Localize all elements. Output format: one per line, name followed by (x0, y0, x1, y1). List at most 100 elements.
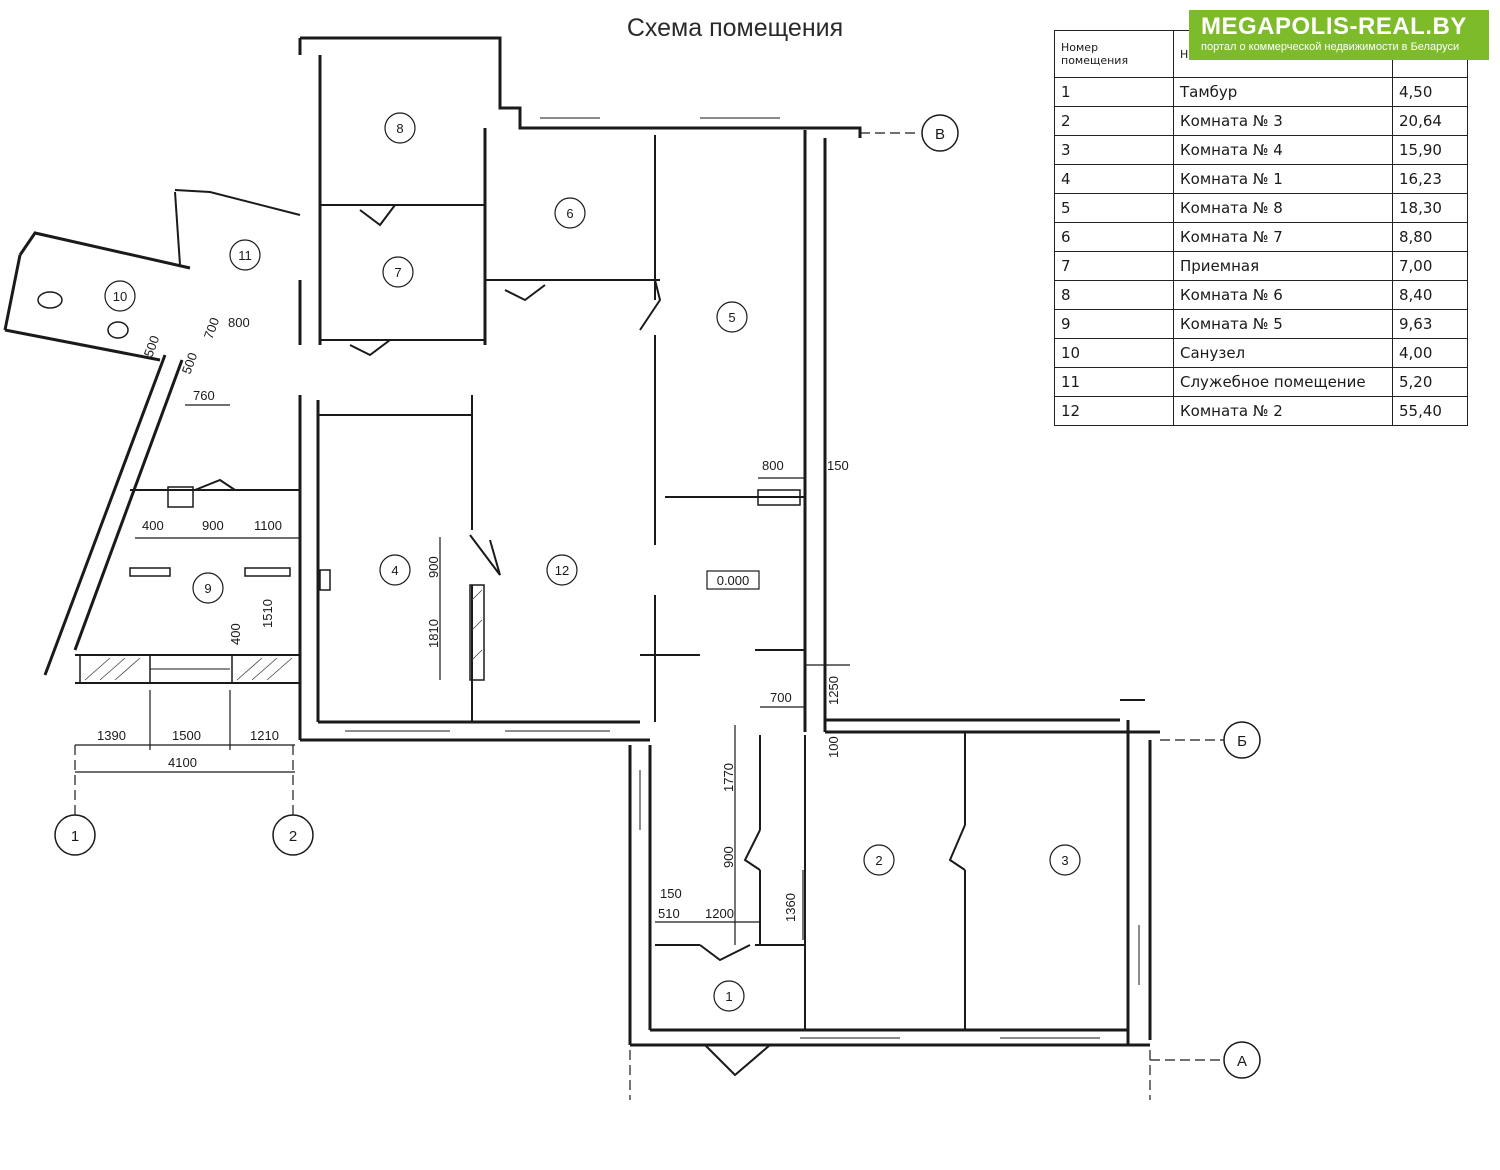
cell-area: 9,63 (1392, 309, 1468, 339)
room-label-7: 7 (394, 265, 401, 280)
dim-1100-room9: 1100 (254, 518, 282, 533)
cell-name: Комната № 1 (1173, 164, 1393, 194)
room-label-6: 6 (566, 206, 573, 221)
cell-num: 6 (1054, 222, 1174, 252)
header-number: Номер помещения (1054, 30, 1174, 78)
axis-marker-1 (54, 814, 96, 856)
dim-500-room11: 500 (179, 351, 201, 377)
cell-area: 8,40 (1392, 280, 1468, 310)
cell-area: 4,00 (1392, 338, 1468, 368)
cell-num: 10 (1054, 338, 1174, 368)
dim-800-room11: 800 (228, 315, 250, 330)
cell-name: Комната № 7 (1173, 222, 1393, 252)
cell-num: 8 (1054, 280, 1174, 310)
room-label-8: 8 (396, 121, 403, 136)
cell-area: 16,23 (1392, 164, 1468, 194)
brand-watermark: MEGAPOLIS-REAL.BY портал о коммерческой … (1189, 10, 1489, 60)
dim-1500: 1500 (172, 728, 201, 743)
cell-num: 1 (1054, 77, 1174, 107)
level-mark: 0.000 (717, 573, 750, 588)
brand-name: MEGAPOLIS-REAL.BY (1201, 13, 1467, 40)
cell-area: 8,80 (1392, 222, 1468, 252)
room-label-3: 3 (1061, 853, 1068, 868)
room-label-11: 11 (238, 248, 252, 263)
cell-num: 7 (1054, 251, 1174, 281)
cell-name: Комната № 5 (1173, 309, 1393, 339)
room-label-1: 1 (725, 989, 732, 1004)
axis-marker-b (1223, 721, 1261, 759)
cell-name: Комната № 3 (1173, 106, 1393, 136)
dim-400-room9-v: 400 (228, 623, 243, 645)
brand-tagline: портал о коммерческой недвижимости в Бел… (1201, 41, 1460, 53)
axis-marker-v (921, 114, 959, 152)
room-label-12: 12 (555, 563, 569, 578)
dim-500-room10: 500 (141, 334, 163, 360)
dim-760: 760 (193, 388, 215, 403)
cell-num: 3 (1054, 135, 1174, 165)
axis-label-2: 2 (289, 828, 297, 845)
room-label-5: 5 (728, 310, 735, 325)
cell-num: 4 (1054, 164, 1174, 194)
axis-label-1: 1 (71, 828, 79, 845)
dim-900-room9: 900 (202, 518, 224, 533)
dim-100: 100 (826, 736, 841, 758)
cell-area: 55,40 (1392, 396, 1468, 426)
room-label-10: 10 (113, 289, 127, 304)
dim-1390: 1390 (97, 728, 126, 743)
cell-num: 9 (1054, 309, 1174, 339)
cell-num: 11 (1054, 367, 1174, 397)
dim-400-room9: 400 (142, 518, 164, 533)
cell-name: Приемная (1173, 251, 1393, 281)
cell-num: 12 (1054, 396, 1174, 426)
dim-900-entry: 900 (721, 846, 736, 868)
dim-800-top: 800 (762, 458, 784, 473)
cell-area: 18,30 (1392, 193, 1468, 223)
dim-1510-room9: 1510 (260, 599, 275, 628)
room-label-9: 9 (204, 581, 211, 596)
cell-num: 2 (1054, 106, 1174, 136)
dim-1810-room4: 1810 (426, 619, 441, 648)
dim-1770: 1770 (721, 763, 736, 792)
dim-150-entry: 150 (660, 886, 682, 901)
dim-1250: 1250 (826, 676, 841, 705)
cell-area: 15,90 (1392, 135, 1468, 165)
cell-name: Тамбур (1173, 77, 1393, 107)
axis-label-v: В (935, 126, 945, 143)
dim-1200: 1200 (705, 906, 734, 921)
axis-label-b: Б (1237, 733, 1247, 750)
cell-area: 7,00 (1392, 251, 1468, 281)
cell-name: Комната № 6 (1173, 280, 1393, 310)
page-title: Схема помещения (626, 14, 844, 42)
axis-marker-2 (272, 814, 314, 856)
axis-marker-a (1223, 1041, 1261, 1079)
cell-name: Санузел (1173, 338, 1393, 368)
dim-4100: 4100 (168, 755, 197, 770)
cell-name: Комната № 4 (1173, 135, 1393, 165)
cell-area: 4,50 (1392, 77, 1468, 107)
cell-name: Комната № 2 (1173, 396, 1393, 426)
dim-1360: 1360 (783, 893, 798, 922)
dim-510: 510 (658, 906, 680, 921)
axis-label-a: А (1237, 1053, 1247, 1070)
cell-area: 5,20 (1392, 367, 1468, 397)
cell-area: 20,64 (1392, 106, 1468, 136)
dim-900-room4: 900 (426, 556, 441, 578)
room-label-2: 2 (875, 853, 882, 868)
cell-num: 5 (1054, 193, 1174, 223)
dim-150-top: 150 (827, 458, 849, 473)
room-label-4: 4 (391, 563, 398, 578)
